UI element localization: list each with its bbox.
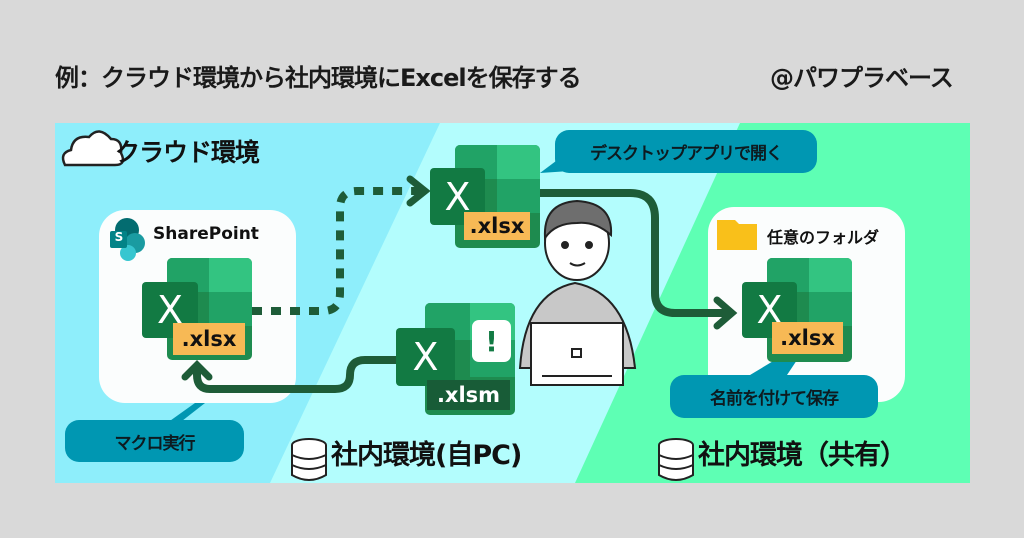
callout-open-desktop: デスクトップアプリで開く bbox=[555, 130, 817, 173]
folder-label: 任意のフォルダ bbox=[767, 228, 880, 247]
folder-icon bbox=[717, 220, 757, 250]
dotted-arrow-open bbox=[252, 187, 420, 315]
warning-icon: ! bbox=[472, 320, 511, 362]
shared-env-label: 社内環境（共有） bbox=[698, 440, 907, 471]
file-ext-label: .xlsx bbox=[772, 322, 843, 354]
flow-arrows bbox=[61, 130, 807, 481]
person-illustration bbox=[518, 199, 637, 386]
file-ext-label: .xlsx bbox=[464, 212, 530, 240]
save-arrow bbox=[540, 189, 727, 317]
excel-x-icon: X bbox=[396, 328, 455, 386]
database-icon bbox=[658, 438, 694, 481]
sharepoint-logo-letter: S bbox=[114, 230, 124, 244]
diagram: S クラウド環境 社内環境(自PC) 社内環境（共有） SharePoint 任… bbox=[55, 123, 970, 483]
cloud-env-label: クラウド環境 bbox=[115, 138, 260, 167]
credit: @パワプラベース bbox=[770, 64, 954, 92]
macro-arrow bbox=[193, 356, 397, 393]
sharepoint-icon bbox=[110, 218, 145, 261]
database-icon bbox=[291, 438, 327, 481]
excel-x-icon: X bbox=[430, 168, 485, 225]
local-pc-env-label: 社内環境(自PC) bbox=[331, 440, 522, 471]
arrowhead bbox=[713, 296, 738, 330]
cloud-icon bbox=[61, 130, 125, 167]
sharepoint-label: SharePoint bbox=[153, 224, 259, 244]
file-ext-label: .xlsx bbox=[173, 323, 245, 355]
file-ext-label: .xlsm bbox=[427, 380, 510, 410]
arrowhead bbox=[181, 360, 213, 381]
callout-save-as: 名前を付けて保存 bbox=[670, 375, 878, 418]
arrowhead bbox=[406, 175, 431, 207]
callout-run-macro: マクロ実行 bbox=[65, 420, 244, 462]
page-title: 例：クラウド環境から社内環境にExcelを保存する bbox=[55, 64, 582, 92]
